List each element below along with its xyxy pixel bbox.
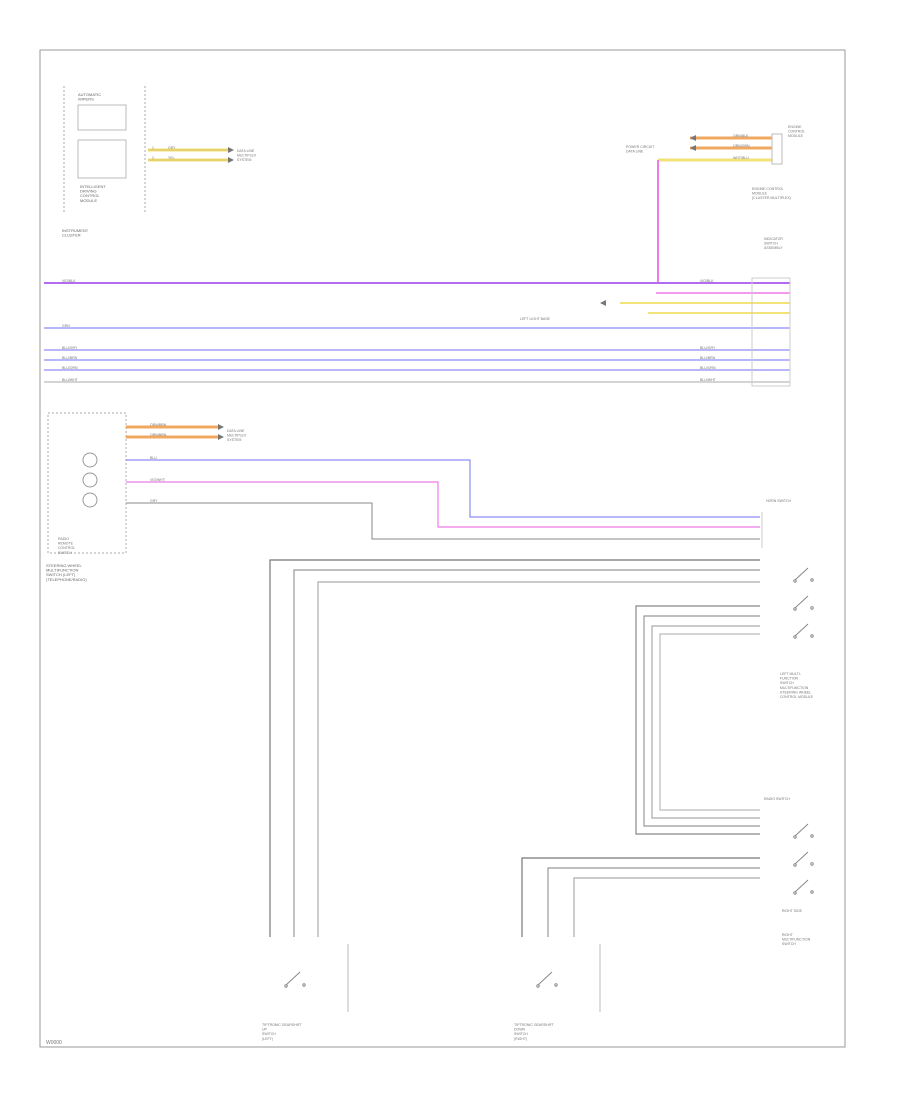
scm-wire-right-6: BLU/WHT	[700, 378, 717, 382]
scm-wire-left-5: BLU/ORN	[62, 366, 78, 370]
scm-wire-left-3: BLU/GRY	[62, 346, 78, 350]
scm-wire-left-1: VIO/BLK	[62, 279, 76, 283]
remote-wire-blu: BLU	[150, 456, 157, 460]
right-panel-mid: RIGHT SIDE	[782, 909, 803, 913]
scm-wire-left-2: GRN	[62, 324, 70, 328]
cluster-wire-yel: YEL	[168, 156, 175, 160]
scm-wire-right-1: VIO/BLK	[700, 279, 714, 283]
right-panel-header: RADIO SWITCH	[764, 797, 790, 801]
diagram-frame	[39, 49, 846, 1048]
footer-code: W0000	[46, 1040, 62, 1046]
cluster-pin-1: 1	[152, 146, 154, 150]
cluster-pin-2: 2	[152, 156, 154, 160]
ecm-wire-1: ORN/BLK	[733, 134, 749, 138]
left-panel-header: HORN SWITCH	[766, 499, 792, 503]
scm-wire-left-4: BLU/BRN	[62, 356, 78, 360]
scm-light-label: LEFT LIGHT BASE	[520, 317, 551, 321]
scm-wire-right-4: BLU/BRN	[700, 356, 716, 360]
ecm-wire-2: ORN/GRN	[733, 144, 750, 148]
cluster-wire-gry: GRY	[168, 146, 176, 150]
remote-wire-vio: VIO/WHT	[150, 478, 166, 482]
remote-wire-gry: GRY	[150, 499, 158, 503]
scm-wire-right-3: BLU/GRY	[700, 346, 716, 350]
scm-wire-right-5: BLU/ORN	[700, 366, 716, 370]
ecm-wire-3: WHT/BLU	[733, 156, 749, 160]
remote-top-wire-2: ORN/BRN	[150, 433, 167, 437]
remote-top-wire-1: ORN/BRN	[150, 423, 167, 427]
scm-wire-left-6: BLU/WHT	[62, 378, 79, 382]
